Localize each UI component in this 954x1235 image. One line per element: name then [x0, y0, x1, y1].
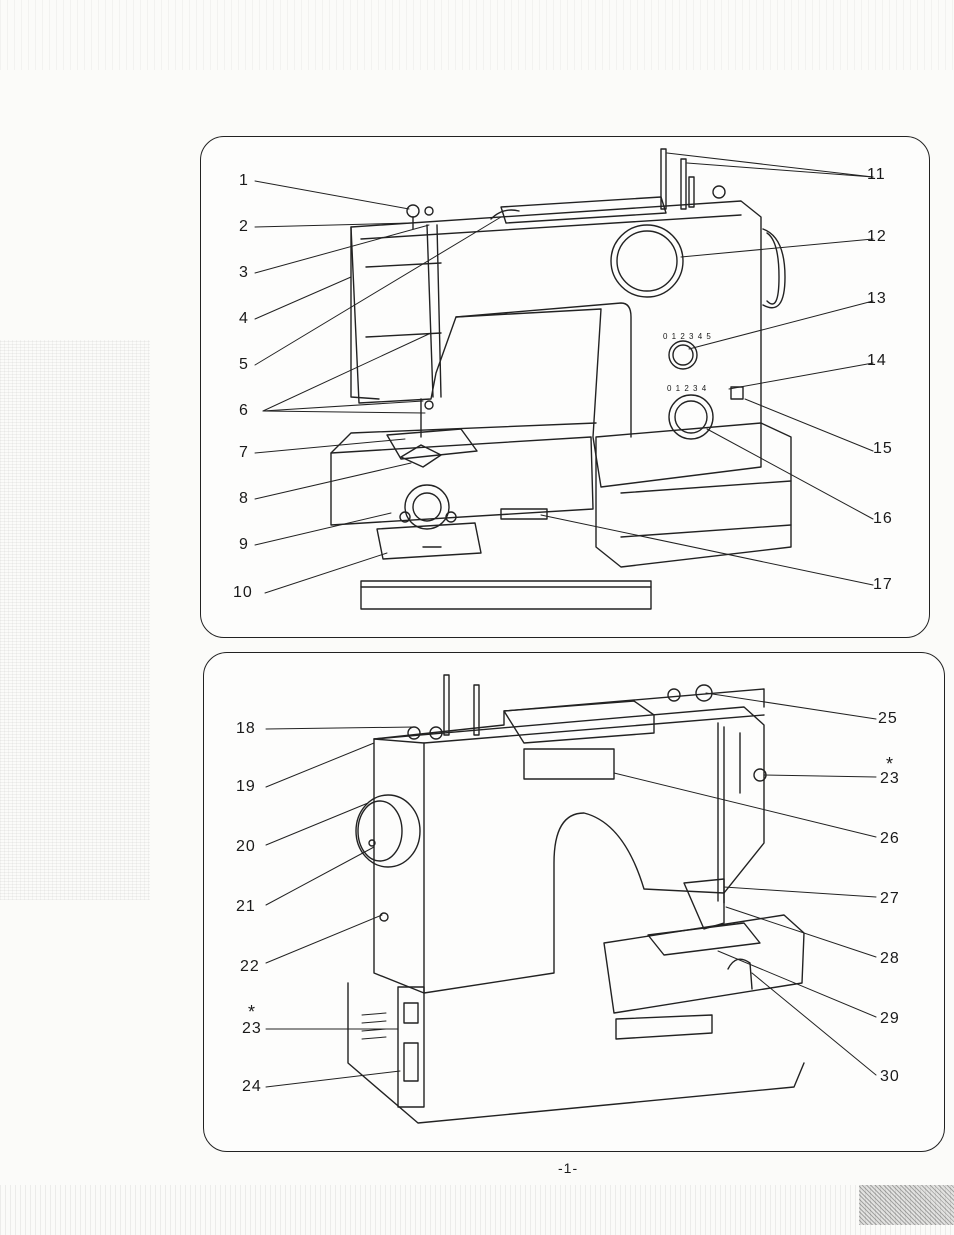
stitch-length-marks: 0 1 2 3 4 [667, 384, 708, 393]
hand-wheel [762, 228, 786, 309]
callout-7: 7 [239, 444, 249, 461]
asterisk-left: * [248, 1002, 256, 1022]
drop-feed-lever [500, 508, 548, 520]
power-socket [403, 1042, 419, 1082]
spool-pin [680, 158, 687, 210]
callout-27: 27 [880, 890, 900, 907]
spool-pin [473, 684, 480, 736]
free-arm [603, 914, 805, 1014]
machine-body [373, 706, 765, 994]
callout-24: 24 [242, 1078, 262, 1095]
base-bar [360, 580, 652, 610]
callout-2: 2 [239, 218, 249, 235]
leader-lines [254, 152, 874, 594]
scan-noise-corner [859, 1185, 954, 1225]
callout-8: 8 [239, 490, 249, 507]
base-bar [615, 1014, 713, 1040]
callout-5: 5 [239, 356, 249, 373]
callout-9: 9 [239, 536, 249, 553]
callout-21: 21 [236, 898, 256, 915]
callout-16: 16 [873, 510, 893, 527]
carry-handle [503, 700, 655, 744]
callout-22: 22 [240, 958, 260, 975]
callout-30: 30 [880, 1068, 900, 1085]
callout-25: 25 [878, 710, 898, 727]
free-arm [330, 436, 594, 526]
machine-base-block [595, 422, 792, 568]
callout-11: 11 [867, 166, 886, 183]
callout-15: 15 [873, 440, 893, 457]
hinged-cover [376, 522, 482, 560]
back-view-illustration [265, 674, 877, 1124]
callout-4: 4 [239, 310, 249, 327]
machine-body [350, 200, 762, 488]
callout-23-right: 23 [880, 770, 900, 787]
asterisk-right: * [886, 754, 894, 774]
callout-13: 13 [867, 290, 887, 307]
callout-12: 12 [867, 228, 887, 245]
page-number: -1- [558, 1160, 579, 1176]
leader-lines [265, 692, 877, 1088]
presser-foot [683, 878, 725, 930]
spool-pin [660, 148, 667, 210]
power-switch [403, 1002, 419, 1024]
bobbin-winder [695, 684, 713, 702]
callout-10: 10 [233, 584, 253, 601]
stitch-length-knob [668, 394, 714, 440]
callout-19: 19 [236, 778, 256, 795]
spool-pin [443, 674, 450, 736]
callout-26: 26 [880, 830, 900, 847]
callout-18: 18 [236, 720, 256, 737]
callout-3: 3 [239, 264, 249, 281]
front-view-panel: 1 2 3 4 5 6 7 8 9 10 11 12 13 14 15 16 1… [200, 136, 930, 638]
callout-28: 28 [880, 950, 900, 967]
reverse-button [730, 386, 744, 400]
scan-noise-top [0, 0, 954, 70]
pattern-selector-dial [610, 224, 684, 298]
callout-20: 20 [236, 838, 256, 855]
callout-6: 6 [239, 402, 249, 419]
carry-handle [500, 196, 667, 224]
scan-noise-bottom [0, 1185, 954, 1235]
callout-29: 29 [880, 1010, 900, 1027]
stitch-width-marks: 0 1 2 3 4 5 [663, 332, 712, 341]
back-view-panel: 18 19 20 21 22 * 23 24 25 * 23 26 27 28 … [203, 652, 945, 1152]
hand-wheel [355, 794, 421, 868]
power-switch-panel [397, 986, 425, 1108]
needle-plate [386, 428, 478, 460]
bobbin-case [404, 484, 450, 530]
callout-14: 14 [867, 352, 887, 369]
stitch-width-knob [668, 340, 698, 370]
callout-17: 17 [873, 576, 893, 593]
front-view-illustration [254, 148, 874, 610]
scan-noise-left [0, 340, 150, 900]
callout-23-left: 23 [242, 1020, 262, 1037]
callout-1: 1 [239, 172, 249, 189]
